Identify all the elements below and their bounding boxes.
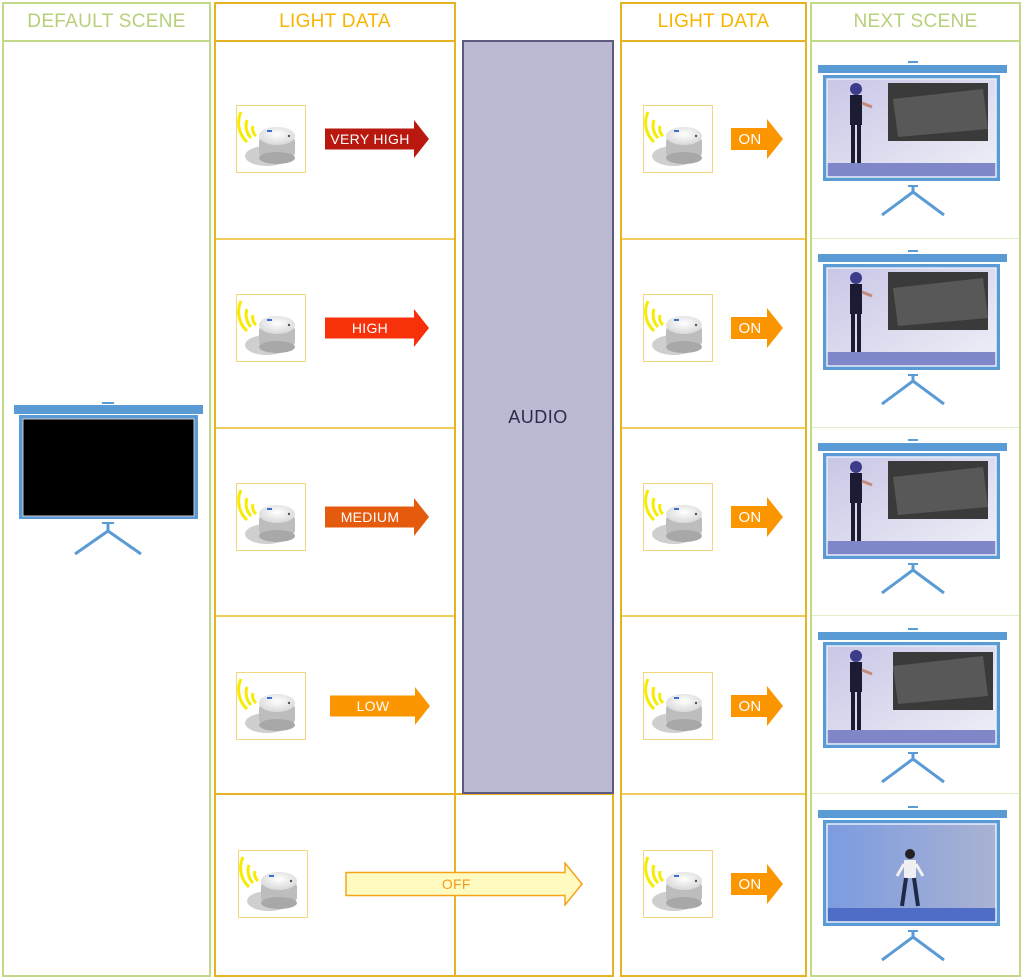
light-level-arrow: LOW (329, 686, 431, 731)
row-divider (812, 793, 1019, 794)
light-sensor-icon (643, 672, 713, 740)
row-divider (622, 238, 805, 240)
light-sensor-icon (643, 850, 713, 918)
row-divider (216, 615, 454, 617)
on-arrow: ON (730, 307, 784, 354)
projector-screen-icon (818, 626, 1008, 789)
projector-screen-icon (818, 437, 1008, 600)
row-divider (216, 427, 454, 429)
light-sensor-icon (238, 850, 308, 918)
row-divider (812, 427, 1019, 428)
projector-screen-icon (14, 402, 203, 556)
default-scene-header: DEFAULT SCENE (2, 2, 211, 42)
on-arrow: ON (730, 496, 784, 543)
on-label: ON (738, 319, 762, 337)
light-data-right-title: LIGHT DATA (657, 11, 770, 32)
row-divider (622, 427, 805, 429)
light-sensor-icon (236, 672, 306, 740)
light-level-label: LOW (356, 698, 390, 714)
audio-block: AUDIO (462, 40, 614, 794)
light-level-arrow: OFF (345, 860, 583, 911)
next-scene-header: NEXT SCENE (810, 2, 1021, 42)
on-label: ON (738, 508, 762, 526)
row-divider (622, 793, 805, 795)
light-level-arrow: HIGH (324, 308, 430, 353)
light-data-left-header: LIGHT DATA (214, 2, 456, 42)
light-sensor-icon (643, 483, 713, 551)
on-arrow: ON (730, 685, 784, 732)
row-divider (812, 238, 1019, 239)
light-sensor-icon (236, 483, 306, 551)
projector-screen-icon (818, 804, 1008, 967)
light-level-arrow: VERY HIGH (324, 119, 430, 164)
on-arrow: ON (730, 118, 784, 165)
light-level-label: OFF (441, 876, 471, 892)
light-data-left-title: LIGHT DATA (279, 11, 391, 32)
light-sensor-icon (643, 105, 713, 173)
row-divider (622, 615, 805, 617)
on-label: ON (738, 130, 762, 148)
next-scene-title: NEXT SCENE (853, 11, 978, 32)
on-label: ON (738, 875, 762, 893)
audio-label: AUDIO (508, 406, 568, 427)
projector-screen-icon (818, 248, 1008, 411)
projector-screen-icon (818, 59, 1008, 222)
light-level-label: HIGH (351, 320, 389, 336)
light-data-right-header: LIGHT DATA (620, 2, 807, 42)
on-label: ON (738, 697, 762, 715)
default-scene-title: DEFAULT SCENE (27, 11, 186, 32)
light-level-arrow: MEDIUM (324, 497, 430, 542)
light-level-label: VERY HIGH (330, 131, 410, 147)
light-sensor-icon (643, 294, 713, 362)
light-sensor-icon (236, 294, 306, 362)
row-divider (812, 615, 1019, 616)
light-level-label: MEDIUM (340, 509, 400, 525)
row-divider (216, 238, 454, 240)
on-arrow: ON (730, 863, 784, 910)
off-row-frame (214, 793, 614, 977)
light-sensor-icon (236, 105, 306, 173)
